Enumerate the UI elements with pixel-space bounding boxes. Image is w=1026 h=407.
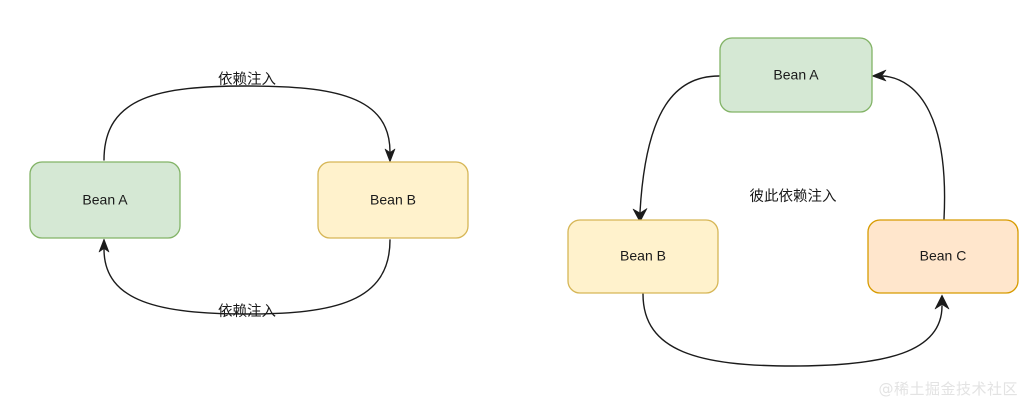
node-right-bean-c-box[interactable] [867, 219, 1019, 294]
node-right-bean-c[interactable]: Bean C [867, 219, 1019, 294]
node-left-bean-b[interactable]: Bean B [317, 161, 469, 239]
node-right-bean-b-box[interactable] [567, 219, 719, 294]
left-edge-top-arrowhead [384, 148, 396, 163]
watermark: @稀土掘金技术社区 [878, 380, 1018, 398]
right-edge-a-to-b-path [639, 75, 720, 213]
right-edge-b-to-c-path [642, 293, 943, 367]
left-edge-bottom-arrowhead [98, 238, 110, 253]
left-edge-bottom-label: 依赖注入 [218, 303, 276, 320]
right-edge-a-to-b-arrowhead [632, 208, 648, 223]
node-right-bean-c-label: Bean C [920, 248, 967, 264]
right-edge-c-to-a-path [882, 75, 946, 220]
left-edge-top-label: 依赖注入 [218, 71, 276, 88]
right-edge-c-to-a-arrowhead [871, 69, 887, 82]
node-left-bean-a-label: Bean A [82, 192, 128, 208]
node-right-bean-a-box[interactable] [719, 37, 873, 113]
node-left-bean-b-box[interactable] [317, 161, 469, 239]
node-right-bean-a-label: Bean A [773, 67, 819, 83]
node-left-bean-b-label: Bean B [370, 192, 416, 208]
node-left-bean-a-box[interactable] [29, 161, 181, 239]
node-right-bean-b[interactable]: Bean B [567, 219, 719, 294]
node-right-bean-a[interactable]: Bean A [719, 37, 873, 113]
node-left-bean-a[interactable]: Bean A [29, 161, 181, 239]
left-edge-bottom-path [103, 239, 391, 315]
right-diagram-group: 彼此依赖注入 Bean A Bean B Bean C [567, 37, 1019, 367]
right-center-label: 彼此依赖注入 [750, 188, 837, 205]
right-edge-b-to-c-arrowhead [934, 294, 950, 310]
node-right-bean-b-label: Bean B [620, 248, 666, 264]
left-edge-top-path [103, 85, 391, 161]
left-diagram-group: 依赖注入 依赖注入 Bean A Bean B [29, 71, 469, 320]
